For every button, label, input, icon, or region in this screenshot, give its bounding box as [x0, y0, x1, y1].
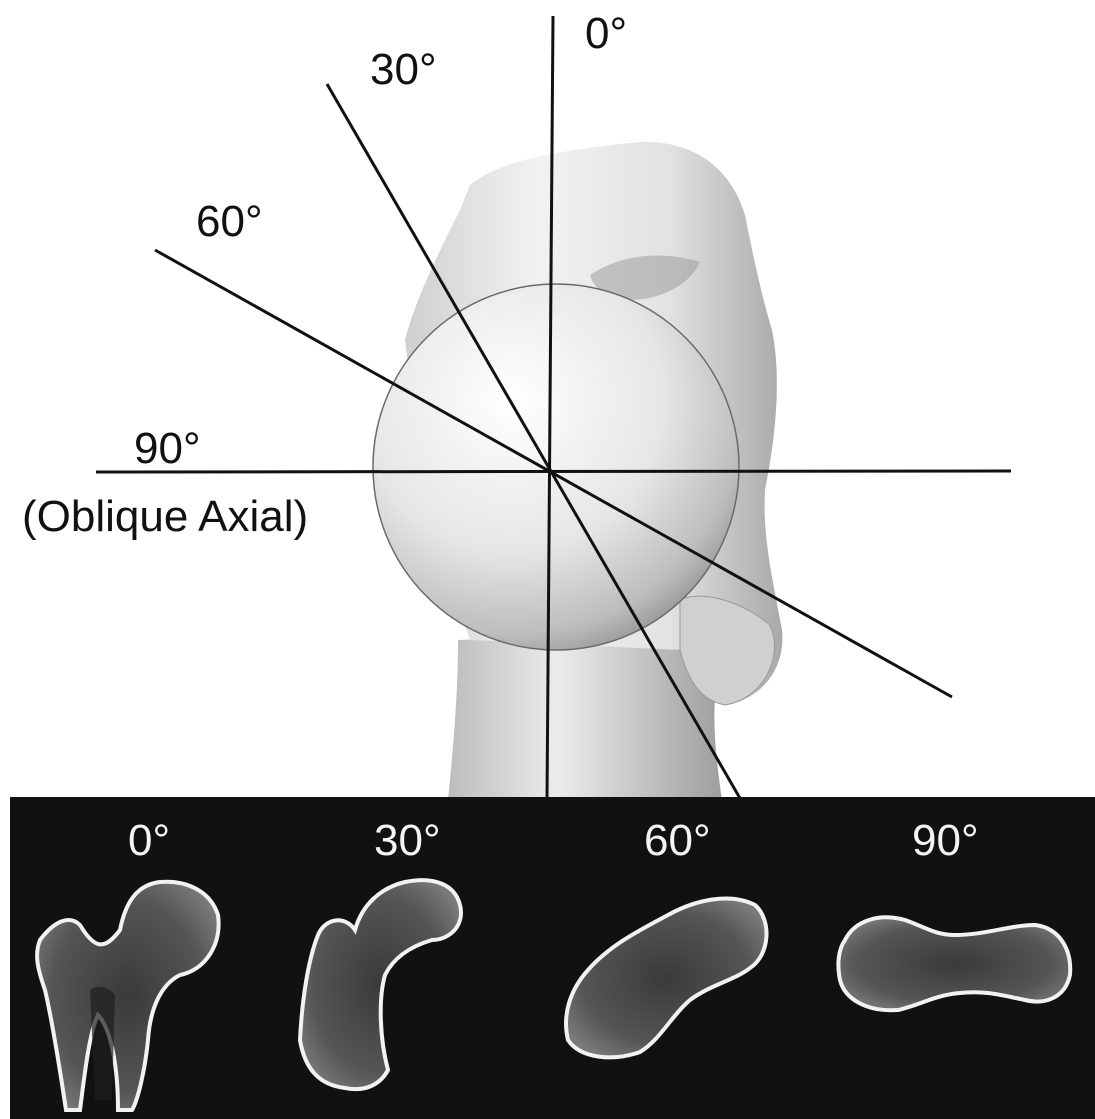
- label-oblique-axial: (Oblique Axial): [22, 492, 308, 541]
- femoral-head: [373, 284, 739, 650]
- ct-label-0-deg: 0°: [128, 816, 170, 865]
- line-90-deg: [96, 471, 1011, 472]
- ct-label-60-deg: 60°: [644, 816, 711, 865]
- femoral-shaft: [448, 630, 722, 800]
- label-90-deg: 90°: [134, 424, 201, 473]
- label-60-deg: 60°: [196, 197, 263, 246]
- ct-slices-panel: 0° 30° 60° 90°: [10, 797, 1095, 1119]
- ct-label-90-deg: 90°: [912, 816, 979, 865]
- ct-label-30-deg: 30°: [374, 816, 441, 865]
- label-0-deg: 0°: [585, 9, 627, 58]
- label-30-deg: 30°: [370, 45, 437, 94]
